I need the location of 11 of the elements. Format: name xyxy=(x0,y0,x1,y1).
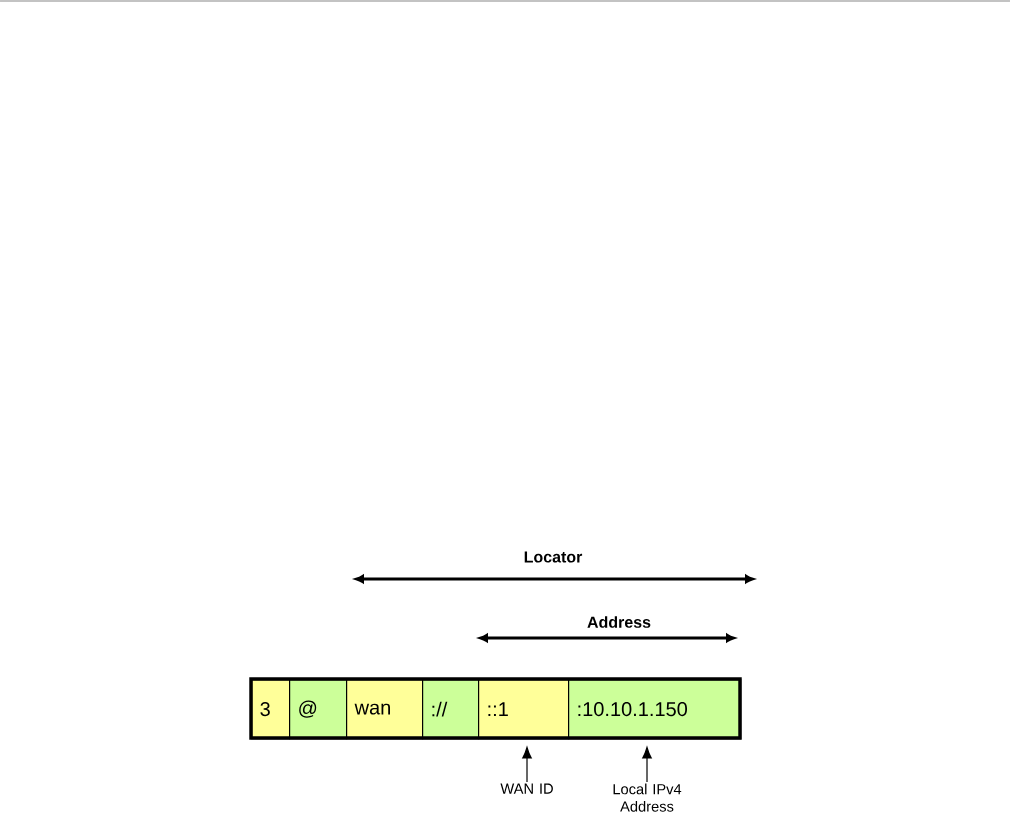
field-cell: :10.10.1.150 xyxy=(568,679,742,740)
leader-arrow xyxy=(642,746,652,783)
dimension-label: Locator xyxy=(524,551,583,563)
dimension-label: Address xyxy=(587,616,651,628)
field-cell: ::1 xyxy=(478,679,570,740)
field-cell: @ xyxy=(289,679,348,740)
field-cell: wan xyxy=(346,679,424,740)
annotation-label: WAN ID xyxy=(500,783,553,794)
leader-arrow xyxy=(522,746,532,783)
annotation-label: Local IPv4 Address xyxy=(613,783,682,812)
field-cell: :// xyxy=(422,679,480,740)
